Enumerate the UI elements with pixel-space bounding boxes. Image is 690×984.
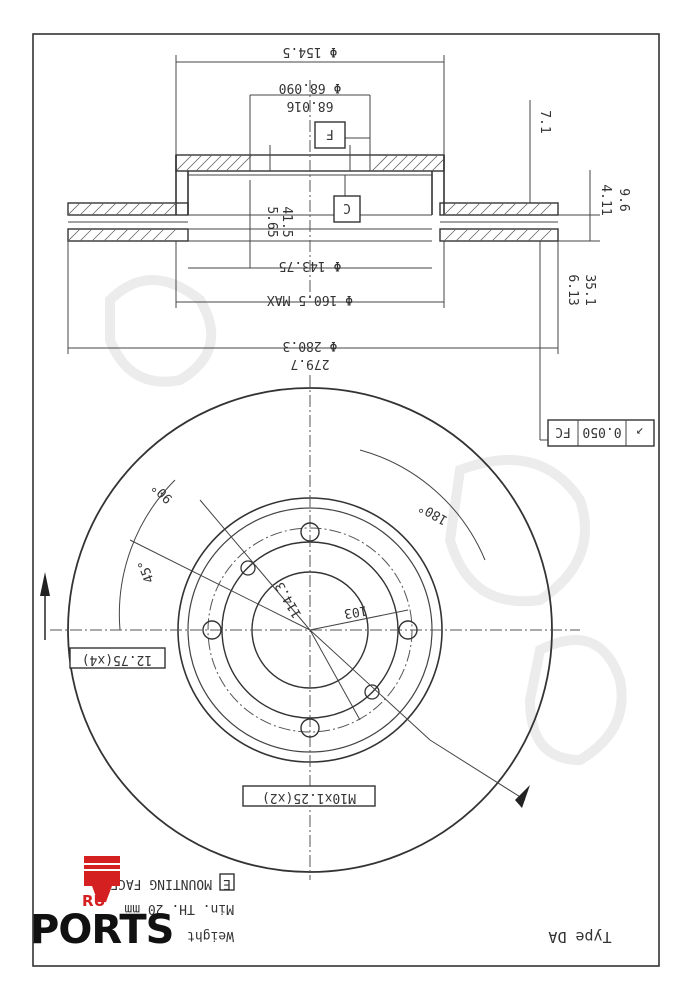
tolerance-frame <box>547 419 655 447</box>
logo-ru: RU <box>82 892 106 910</box>
tolerance-value: 0.050 <box>582 424 621 439</box>
dim-160: Φ 160.5 MAX <box>267 292 353 307</box>
datum-box-c <box>333 195 361 223</box>
section-dimensions <box>67 55 600 441</box>
dim-right-mid-2: 9.6 <box>616 188 631 211</box>
watermark <box>105 275 627 766</box>
dim-left-2: 41.5 <box>279 206 294 237</box>
dim-right-mid-1: 4.11 <box>598 184 613 215</box>
dim-143: Φ 143.75 <box>279 258 342 273</box>
thread-label: M10x1.25(x2) <box>262 790 356 805</box>
note-box-e: E <box>223 876 231 891</box>
dim-hub-min: 68.016 <box>287 98 334 113</box>
dimension-labels: Φ 154.5 Φ 68.090 68.016 F C Φ 143.75 Φ 1… <box>82 44 644 805</box>
tolerance-fc: FC <box>555 424 571 439</box>
datum-box-f <box>314 121 346 149</box>
note-line-3: Weight <box>187 928 234 943</box>
dim-left-1: 5.65 <box>264 206 279 237</box>
dim-279: 279.7 <box>290 356 329 371</box>
piston-icon <box>84 856 120 902</box>
dim-right-bot-2: 35.1 <box>582 274 597 305</box>
angle-45: 45° <box>136 558 158 585</box>
hole-label: 12.75(x4) <box>82 652 152 667</box>
datum-f-label: F <box>326 126 334 141</box>
logo-brand: PORTS <box>30 907 174 953</box>
dim-hub-max: Φ 68.090 <box>279 80 342 95</box>
angle-180: 180° <box>416 499 451 528</box>
note-line-2: Min. TH. 20 mm <box>124 901 234 916</box>
dim-right-top: 7.1 <box>537 110 552 133</box>
datum-c-label: C <box>343 200 351 215</box>
dim-280: Φ 280.3 <box>283 338 338 353</box>
dim-pcd-r: 103 <box>343 602 369 621</box>
type-label: Type DA <box>548 928 611 946</box>
dim-outer-top: Φ 154.5 <box>283 44 338 59</box>
ports-logo: RU PORTS <box>30 852 174 952</box>
note-line-1: MOUNTING FACE <box>110 876 212 891</box>
drawing-frame <box>32 33 660 967</box>
front-view <box>40 375 580 880</box>
dim-right-bot-1: 6.13 <box>565 274 580 305</box>
tolerance-symbol: ↗ <box>636 424 644 439</box>
notes-block: E MOUNTING FACE Min. TH. 20 mm Weight Ty… <box>110 873 612 946</box>
section-view <box>67 80 559 300</box>
